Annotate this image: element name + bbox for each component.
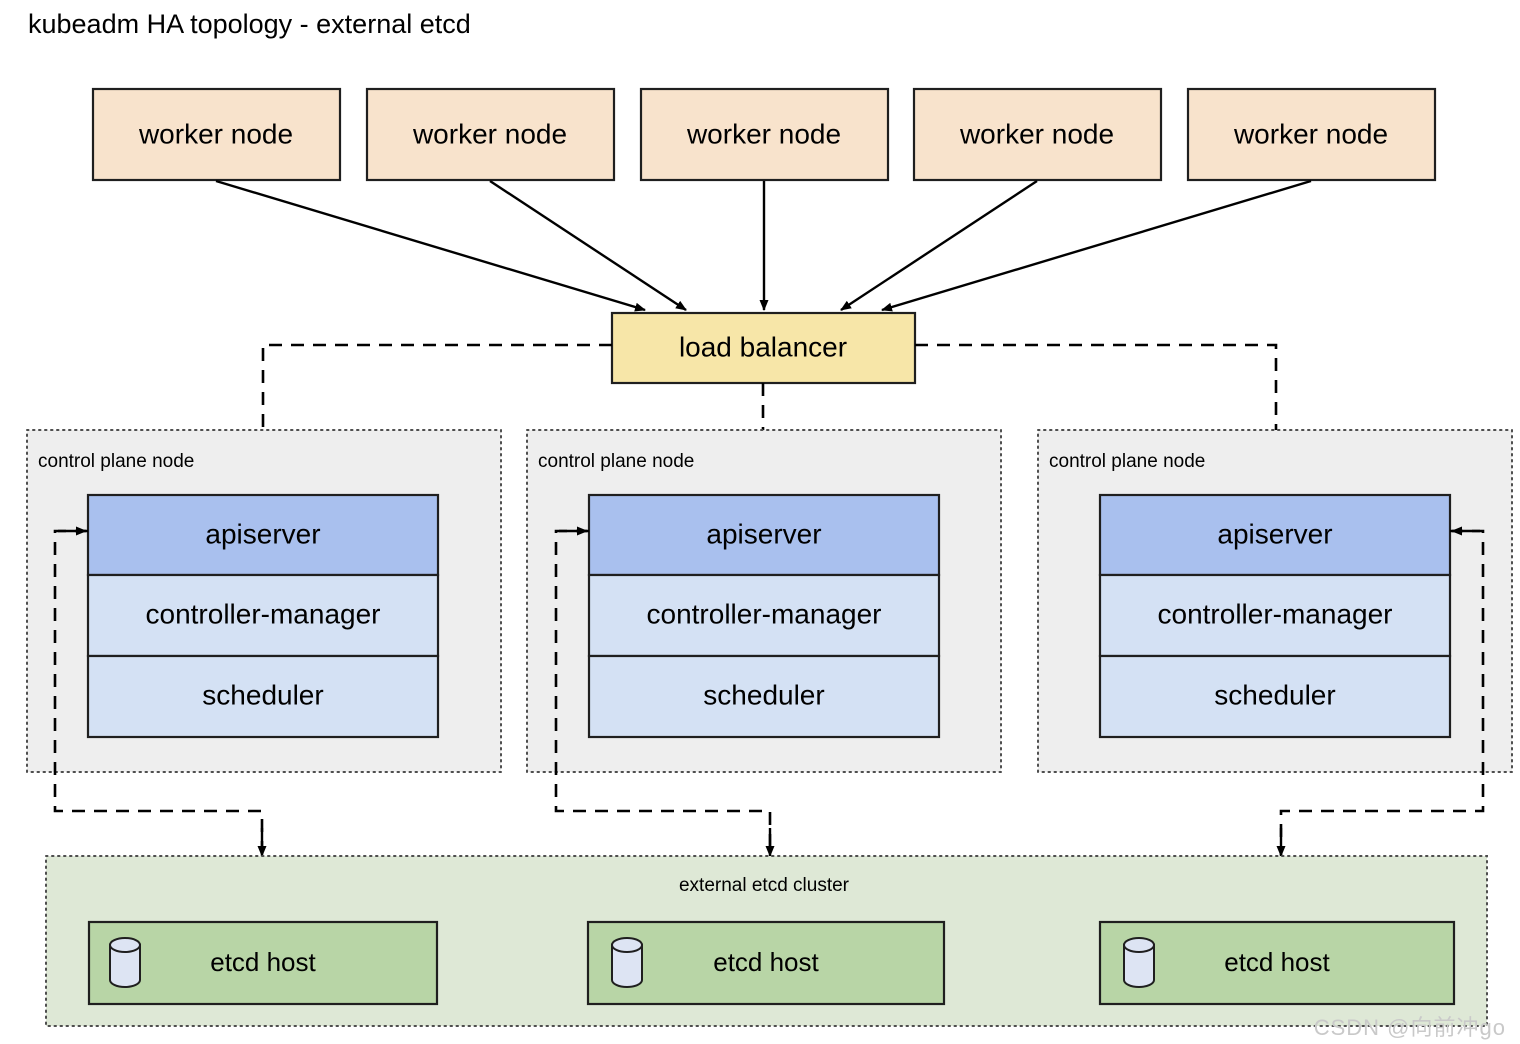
- control-plane-node-1[interactable]: control plane node apiserver controller-…: [26, 429, 502, 773]
- edge-worker5-to-load-balancer: [881, 179, 1312, 312]
- external-etcd-cluster[interactable]: external etcd cluster etcd host etcd hos…: [45, 855, 1488, 1027]
- control-plane-node-label: control plane node: [1049, 451, 1205, 472]
- apiserver-label: apiserver: [1217, 518, 1332, 549]
- control-plane-node-3[interactable]: control plane node apiserver controller-…: [1037, 429, 1513, 773]
- edge-worker1-to-load-balancer: [215, 179, 646, 312]
- apiserver-box[interactable]: [587, 493, 941, 577]
- etcd-host-label: etcd host: [713, 947, 819, 977]
- worker-node-1[interactable]: worker node: [91, 87, 342, 182]
- etcd-host-3[interactable]: etcd host: [1098, 920, 1456, 1006]
- control-plane-node-2[interactable]: control plane node apiserver controller-…: [526, 429, 1002, 773]
- controller-manager-label: controller-manager: [1158, 598, 1393, 629]
- edge-worker4-to-load-balancer: [840, 179, 1038, 312]
- etcd-host-1[interactable]: etcd host: [87, 920, 439, 1006]
- scheduler-label: scheduler: [202, 679, 323, 710]
- control-plane-node-label: control plane node: [38, 451, 194, 472]
- csdn-watermark: CSDN @向前冲go: [1313, 1015, 1506, 1040]
- edge-load-balancer-to-apiserver-3: [915, 343, 1281, 496]
- database-cylinder-icon: [611, 937, 643, 988]
- scheduler-label: scheduler: [703, 679, 824, 710]
- worker-node-label: worker node: [1233, 118, 1388, 149]
- page-title: kubeadm HA topology - external etcd: [28, 9, 471, 39]
- load-balancer-label: load balancer: [679, 331, 847, 362]
- worker-node-label: worker node: [686, 118, 841, 149]
- controller-manager-box[interactable]: [587, 573, 941, 658]
- scheduler-box[interactable]: [86, 654, 440, 739]
- worker-node-5[interactable]: worker node: [1186, 87, 1437, 182]
- controller-manager-label: controller-manager: [146, 598, 381, 629]
- worker-node-4[interactable]: worker node: [912, 87, 1163, 182]
- scheduler-label: scheduler: [1214, 679, 1335, 710]
- worker-node-3[interactable]: worker node: [639, 87, 890, 182]
- etcd-host-label: etcd host: [1224, 947, 1330, 977]
- worker-node-label: worker node: [412, 118, 567, 149]
- worker-node-2[interactable]: worker node: [365, 87, 616, 182]
- worker-node-label: worker node: [138, 118, 293, 149]
- apiserver-box[interactable]: [86, 493, 440, 577]
- apiserver-label: apiserver: [706, 518, 821, 549]
- controller-manager-box[interactable]: [86, 573, 440, 658]
- scheduler-box[interactable]: [587, 654, 941, 739]
- edge-worker2-to-load-balancer: [489, 179, 687, 312]
- etcd-host-label: etcd host: [210, 947, 316, 977]
- scheduler-box[interactable]: [1098, 654, 1452, 739]
- load-balancer-node[interactable]: load balancer: [610, 311, 917, 385]
- controller-manager-label: controller-manager: [647, 598, 882, 629]
- database-cylinder-icon: [109, 937, 141, 988]
- control-plane-node-label: control plane node: [538, 451, 694, 472]
- external-etcd-cluster-label: external etcd cluster: [679, 875, 850, 896]
- apiserver-label: apiserver: [205, 518, 320, 549]
- database-cylinder-icon: [1123, 937, 1155, 988]
- etcd-host-2[interactable]: etcd host: [586, 920, 946, 1006]
- worker-node-label: worker node: [959, 118, 1114, 149]
